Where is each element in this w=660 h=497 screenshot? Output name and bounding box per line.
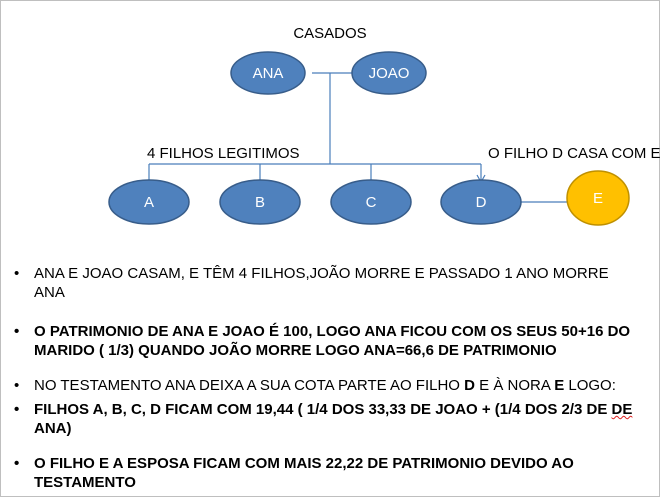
marriage-caption: O FILHO D CASA COM E (488, 145, 660, 162)
bullet-3: NO TESTAMENTO ANA DEIXA A SUA COTA PARTE… (10, 376, 640, 395)
children-caption: 4 FILHOS LEGITIMOS (147, 145, 300, 162)
bullet-1: ANA E JOAO CASAM, E TÊM 4 FILHOS,JOÃO MO… (10, 264, 640, 302)
bullet-4: FILHOS A, B, C, D FICAM COM 19,44 ( 1/4 … (10, 400, 640, 438)
node-a-label: A (144, 194, 154, 211)
node-d-label: D (476, 194, 487, 211)
node-ana (230, 51, 306, 95)
node-b (219, 179, 301, 225)
node-c (330, 179, 412, 225)
node-e-label: E (593, 190, 603, 207)
node-d (440, 179, 522, 225)
explanation-list: ANA E JOAO CASAM, E TÊM 4 FILHOS,JOÃO MO… (10, 264, 640, 492)
family-tree-diagram: CASADOS 4 FILHOS LEGITIMOS O FILHO D CAS… (108, 25, 660, 226)
node-joao-label: JOAO (369, 65, 410, 82)
node-b-label: B (255, 194, 265, 211)
diagram-title: CASADOS (293, 25, 366, 42)
node-joao (351, 51, 427, 95)
node-a (108, 179, 190, 225)
bullet-2: O PATRIMONIO DE ANA E JOAO É 100, LOGO A… (10, 322, 640, 360)
bullet-5: O FILHO E A ESPOSA FICAM COM MAIS 22,22 … (10, 454, 640, 492)
node-c-label: C (366, 194, 377, 211)
node-e (566, 170, 630, 226)
node-ana-label: ANA (253, 65, 284, 82)
